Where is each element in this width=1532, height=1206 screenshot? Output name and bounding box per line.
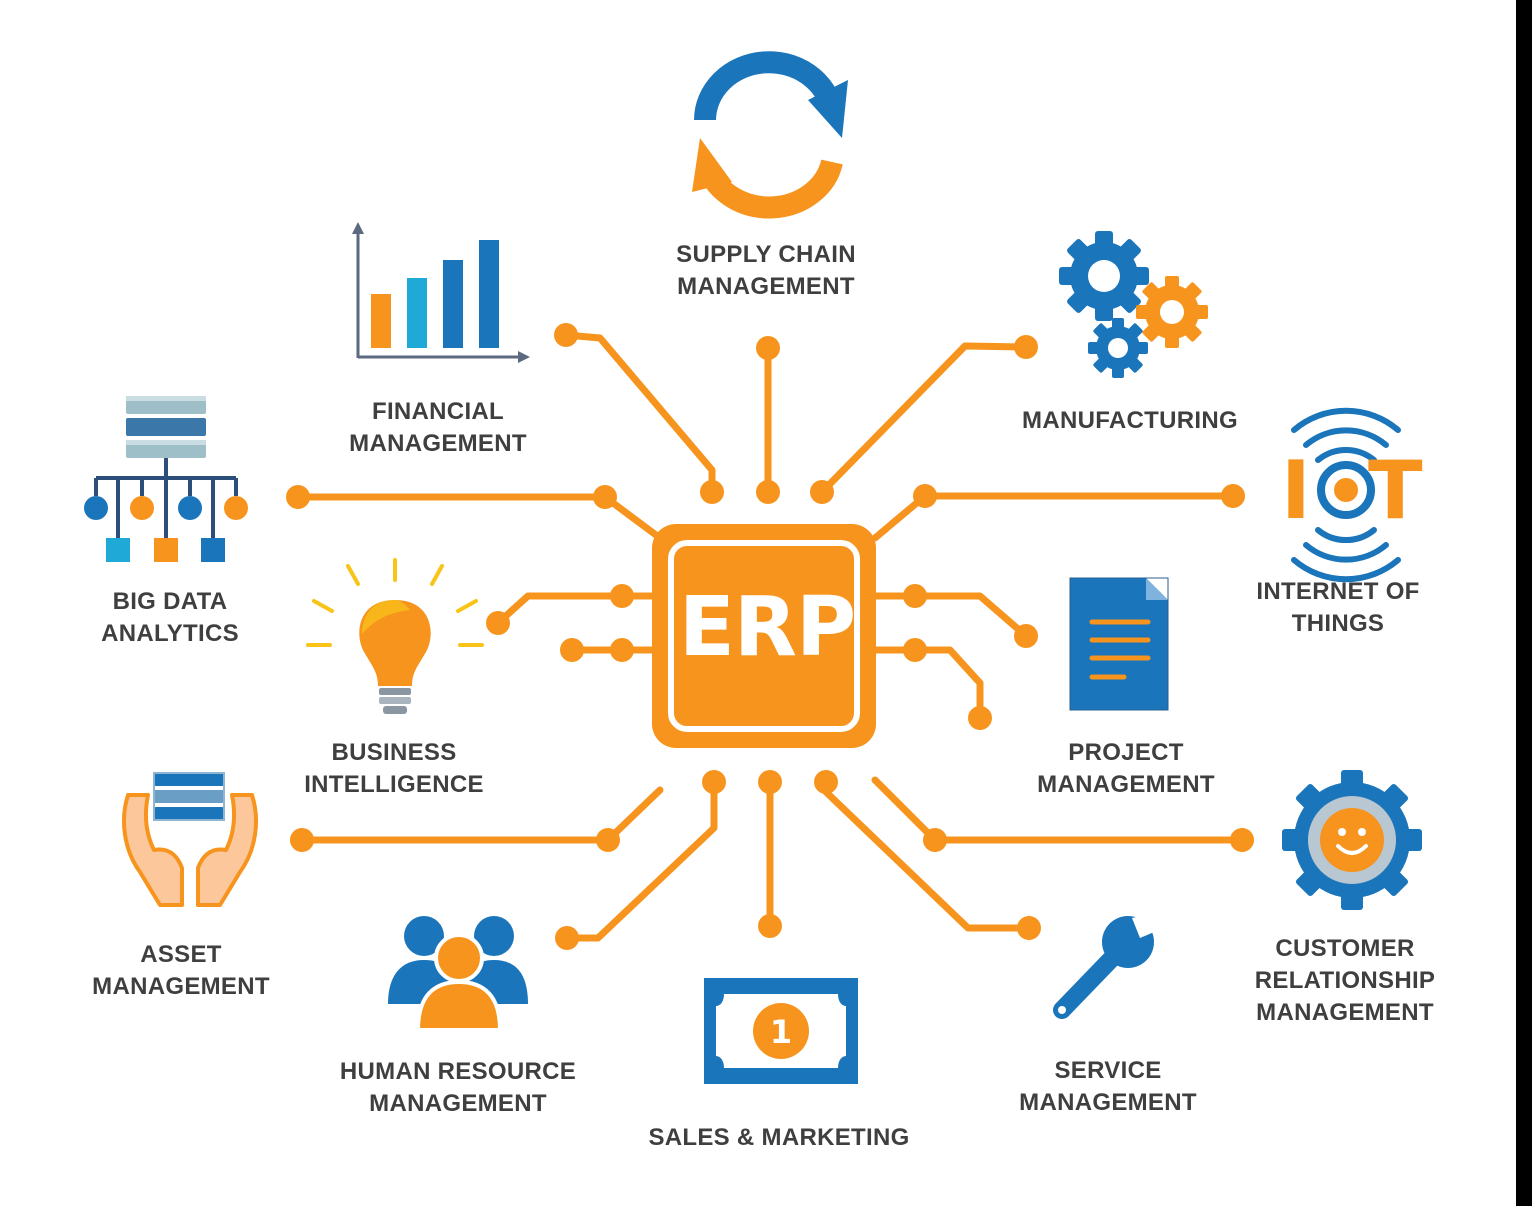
hands-database-icon (122, 772, 258, 907)
trace-financial (562, 331, 716, 496)
node (1230, 828, 1254, 852)
erp-title: ERP (678, 580, 856, 675)
label-manufacturing: MANUFACTURING (1022, 407, 1238, 434)
refresh-arrows-icon (692, 51, 848, 219)
label-business-intelligence: BUSINESS INTELLIGENCE (304, 739, 484, 798)
node (486, 611, 510, 635)
lightbulb-icon (306, 558, 484, 714)
erp-chip (652, 524, 876, 748)
node (555, 926, 579, 950)
node (1014, 624, 1038, 648)
node (596, 828, 620, 852)
banknote-number: 1 (770, 1013, 792, 1051)
node (286, 485, 310, 509)
label-asset: ASSET MANAGEMENT (92, 941, 270, 1000)
node (700, 480, 724, 504)
node (903, 638, 927, 662)
label-crm: CUSTOMER RELATIONSHIP MANAGEMENT (1254, 935, 1436, 1026)
iot-signal-icon: I T (1281, 407, 1423, 583)
node (560, 638, 584, 662)
node (756, 336, 780, 360)
label-project: PROJECT MANAGEMENT (1037, 739, 1215, 798)
label-service: SERVICE MANAGEMENT (1019, 1057, 1197, 1116)
node (1017, 916, 1041, 940)
node (810, 480, 834, 504)
node (903, 584, 927, 608)
trace-project (871, 592, 1030, 640)
circuit-nodes (286, 323, 1254, 950)
node (758, 770, 782, 794)
trace-hr (563, 778, 718, 942)
wrench-icon (1053, 914, 1154, 1019)
window-edge (1516, 0, 1532, 1206)
database-tree-icon (84, 396, 248, 562)
node (1221, 484, 1245, 508)
trace-service (822, 778, 1033, 932)
document-icon (1069, 577, 1169, 711)
banknote-icon: 1 (704, 978, 858, 1084)
node (923, 828, 947, 852)
label-iot: INTERNET OF THINGS (1256, 578, 1420, 637)
label-financial: FINANCIAL MANAGEMENT (349, 398, 527, 457)
gear-smiley-icon (1282, 770, 1422, 910)
node (756, 480, 780, 504)
node (554, 323, 578, 347)
node (1014, 335, 1038, 359)
node (702, 770, 726, 794)
bar-chart-icon (352, 222, 530, 363)
iot-letter-i: I (1281, 444, 1311, 537)
trace-right-stub (871, 646, 984, 722)
iot-letter-t: T (1368, 444, 1423, 537)
trace-bi (494, 592, 664, 627)
node (814, 770, 838, 794)
node (968, 706, 992, 730)
node (913, 484, 937, 508)
label-hr: HUMAN RESOURCE MANAGEMENT (339, 1058, 577, 1117)
node (610, 584, 634, 608)
people-group-icon (388, 916, 528, 1032)
label-supply-chain: SUPPLY CHAIN MANAGEMENT (676, 241, 856, 300)
trace-manufacturing (818, 342, 1030, 496)
label-sales: SALES & MARKETING (648, 1124, 910, 1151)
node (290, 828, 314, 852)
label-big-data: BIG DATA ANALYTICS (101, 588, 239, 647)
node (610, 638, 634, 662)
node (593, 485, 617, 509)
node (758, 914, 782, 938)
gears-icon (1059, 231, 1208, 378)
